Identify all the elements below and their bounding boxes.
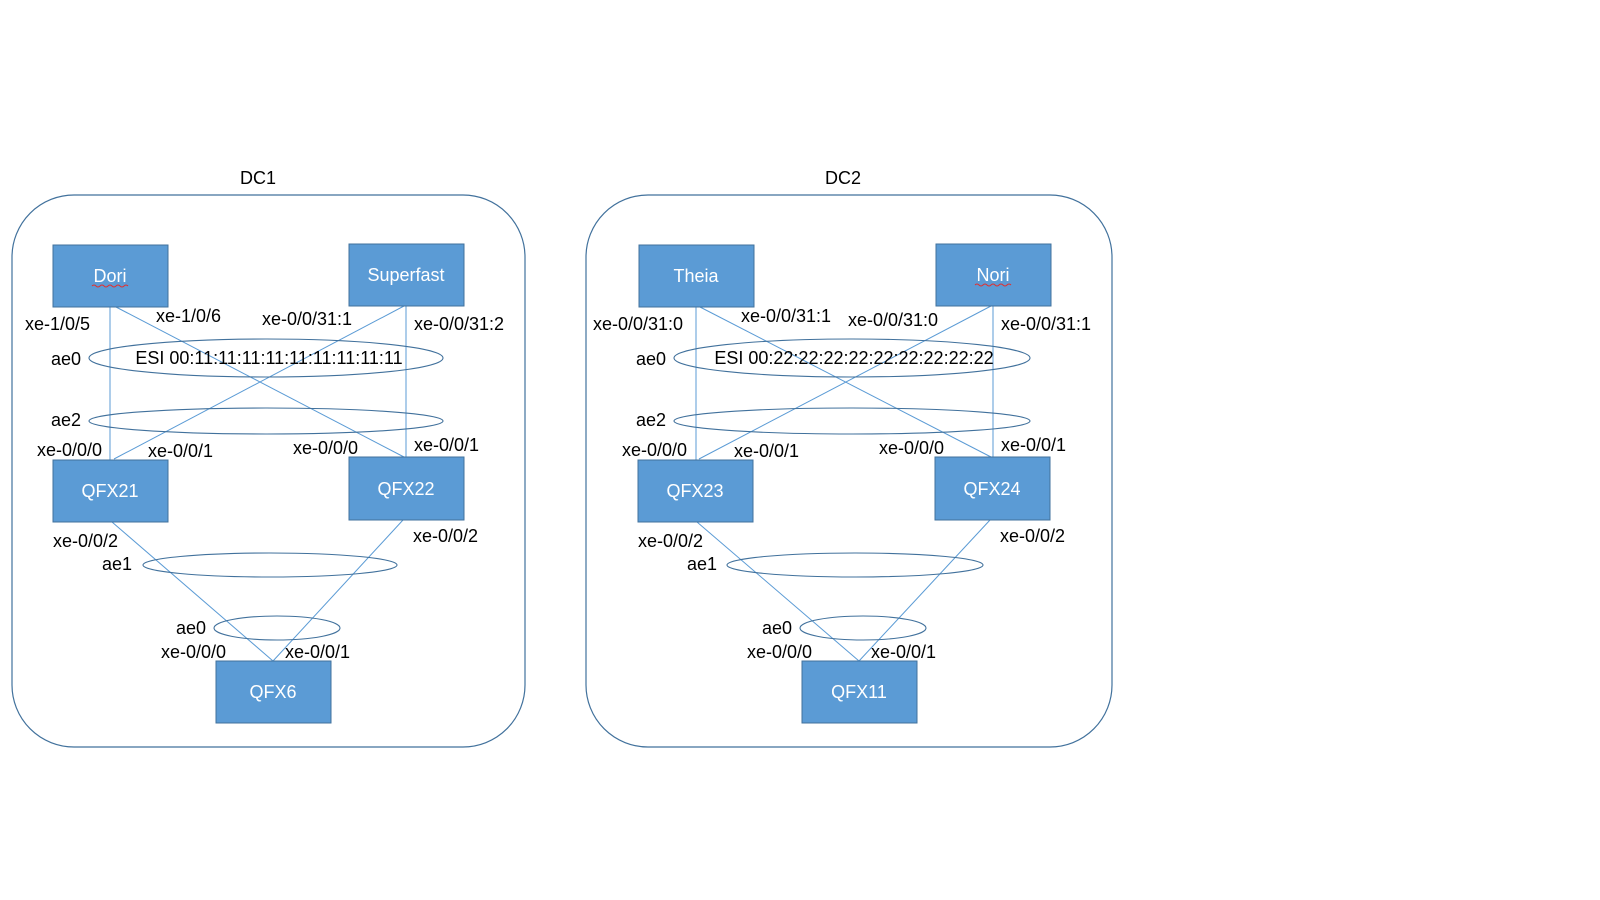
dc2-node-qfx23[interactable]: QFX23 — [637, 459, 754, 523]
dc2-port-qfx24-up0: xe-0/0/0 — [879, 438, 944, 458]
dc2-link-nori-qfx23 — [698, 305, 992, 460]
dc1-port-qfx6-left: xe-0/0/0 — [161, 642, 226, 662]
dc1-port-qfx21-down: xe-0/0/2 — [53, 531, 118, 551]
dc1-ae1-ellipse — [142, 552, 398, 578]
dc2-lag-ae1-label: ae1 — [687, 554, 717, 574]
dc1-lag-ae2-label: ae2 — [51, 410, 81, 430]
dc1-port-qfx22-down: xe-0/0/2 — [413, 526, 478, 546]
theia-label: Theia — [673, 266, 719, 286]
dc2-ae2-ellipse — [673, 407, 1031, 435]
dc2-node-qfx24[interactable]: QFX24 — [934, 456, 1051, 521]
dori-label: Dori — [93, 266, 126, 286]
dc1-link-qfx22-qfx6 — [272, 519, 404, 662]
dc2-frame — [585, 194, 1113, 748]
dc1-link-qfx21-qfx6 — [111, 521, 274, 662]
dc2-group: DC2 Theia Nori QFX23 — [585, 168, 1113, 748]
dc1-port-dori-right: xe-1/0/6 — [156, 306, 221, 326]
dc2-qfx11-ae0-ellipse — [799, 615, 927, 641]
dc2-qfx11-ae0-label: ae0 — [762, 618, 792, 638]
dc1-qfx6-ae0-ellipse — [213, 615, 341, 641]
dc2-node-nori[interactable]: Nori — [935, 243, 1052, 307]
dc2-ae0-esi-ellipse — [673, 338, 1031, 378]
dc2-port-qfx11-right: xe-0/0/1 — [871, 642, 936, 662]
dc2-port-qfx23-down: xe-0/0/2 — [638, 531, 703, 551]
dc1-node-qfx6[interactable]: QFX6 — [215, 660, 332, 724]
superfast-label: Superfast — [367, 265, 444, 285]
dc1-port-qfx6-right: xe-0/0/1 — [285, 642, 350, 662]
dc2-node-qfx11[interactable]: QFX11 — [801, 660, 918, 724]
dc2-lag-ae2-label: ae2 — [636, 410, 666, 430]
dc2-ae1-ellipse — [726, 552, 984, 578]
dc2-esi-label: ESI 00:22:22:22:22:22:22:22:22:22 — [714, 348, 993, 368]
dc2-link-qfx23-qfx11 — [696, 521, 860, 662]
dc1-port-qfx21-up0: xe-0/0/0 — [37, 440, 102, 460]
dc1-node-qfx22[interactable]: QFX22 — [348, 456, 465, 521]
dc1-ae0-esi-ellipse — [88, 338, 444, 378]
dc1-link-superfast-qfx21 — [113, 305, 405, 460]
dc2-title: DC2 — [825, 168, 861, 188]
dc1-group: DC1 Dori Superfast QFX21 — [11, 168, 526, 748]
dc2-port-qfx24-up1: xe-0/0/1 — [1001, 435, 1066, 455]
dc2-port-qfx11-left: xe-0/0/0 — [747, 642, 812, 662]
dc1-lag-ae1-label: ae1 — [102, 554, 132, 574]
dc1-node-superfast[interactable]: Superfast — [348, 243, 465, 307]
dc1-node-dori[interactable]: Dori — [52, 244, 169, 308]
qfx11-label: QFX11 — [831, 682, 887, 702]
dc1-port-qfx22-up0: xe-0/0/0 — [293, 438, 358, 458]
dc1-port-superfast-left: xe-0/0/31:1 — [262, 309, 352, 329]
dc1-frame — [11, 194, 526, 748]
dc2-port-qfx23-up0: xe-0/0/0 — [622, 440, 687, 460]
qfx21-label: QFX21 — [81, 481, 138, 501]
qfx24-label: QFX24 — [963, 479, 1020, 499]
dc2-port-nori-right: xe-0/0/31:1 — [1001, 314, 1091, 334]
nori-spellcheck-underline — [974, 283, 1012, 287]
dc1-port-qfx22-up1: xe-0/0/1 — [414, 435, 479, 455]
dori-spellcheck-underline — [91, 284, 129, 288]
qfx22-label: QFX22 — [377, 479, 434, 499]
dc1-qfx6-ae0-label: ae0 — [176, 618, 206, 638]
dc2-port-qfx24-down: xe-0/0/2 — [1000, 526, 1065, 546]
dc2-link-qfx24-qfx11 — [858, 519, 991, 662]
dc2-lag-ae0-label: ae0 — [636, 349, 666, 369]
dc2-port-theia-left: xe-0/0/31:0 — [593, 314, 683, 334]
dc1-ae2-ellipse — [88, 407, 444, 435]
nori-label: Nori — [976, 265, 1009, 285]
dc1-title: DC1 — [240, 168, 276, 188]
dc1-port-superfast-right: xe-0/0/31:2 — [414, 314, 504, 334]
qfx23-label: QFX23 — [666, 481, 723, 501]
dc1-port-dori-left: xe-1/0/5 — [25, 314, 90, 334]
qfx6-label: QFX6 — [249, 682, 296, 702]
dc1-esi-label: ESI 00:11:11:11:11:11:11:11:11:11 — [135, 348, 402, 368]
dc1-lag-ae0-label: ae0 — [51, 349, 81, 369]
dc1-port-qfx21-up1: xe-0/0/1 — [148, 441, 213, 461]
dc2-port-nori-left: xe-0/0/31:0 — [848, 310, 938, 330]
dc2-port-qfx23-up1: xe-0/0/1 — [734, 441, 799, 461]
dc2-node-theia[interactable]: Theia — [638, 244, 755, 308]
dc1-node-qfx21[interactable]: QFX21 — [52, 459, 169, 523]
dc2-port-theia-right: xe-0/0/31:1 — [741, 306, 831, 326]
